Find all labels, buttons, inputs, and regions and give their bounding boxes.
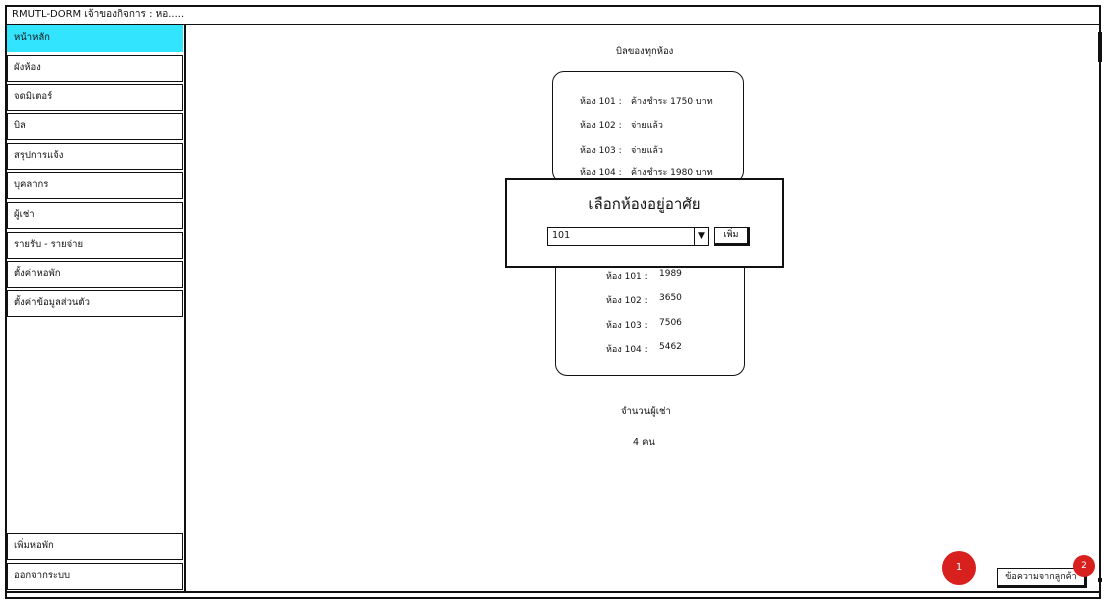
meter-row-103-room: ห้อง 103 :	[606, 321, 648, 331]
dropdown-arrow-icon[interactable]: ▼	[694, 228, 708, 245]
bills-card: ห้อง 101 : ค้างชำระ 1750 บาท ห้อง 102 : …	[552, 71, 744, 183]
notification-badge-1[interactable]: 1	[942, 551, 976, 585]
nav-report-summary[interactable]: สรุปการแจ้ง	[7, 143, 183, 170]
bills-title: บิลของทุกห้อง	[616, 46, 674, 57]
meter-row-103-value: 7506	[659, 318, 682, 328]
bill-row-101-room: ห้อง 101 :	[580, 97, 622, 107]
notification-badge-2[interactable]: 2	[1073, 555, 1095, 577]
bill-row-103-status: จ่ายแล้ว	[631, 146, 663, 156]
scrollbar[interactable]	[1098, 25, 1102, 593]
meter-row-102-room: ห้อง 102 :	[606, 296, 648, 306]
dialog-title: เลือกห้องอยู่อาศัย	[588, 195, 701, 213]
sidebar: หน้าหลัก ผังห้อง จดมิเตอร์ บิล สรุปการแจ…	[7, 25, 184, 593]
bill-row-102-room: ห้อง 102 :	[580, 121, 622, 131]
nav-room-layout[interactable]: ผังห้อง	[7, 55, 183, 82]
tenant-count-value: 4 คน	[633, 437, 655, 448]
nav-profile-settings[interactable]: ตั้งค่าข้อมูลส่วนตัว	[7, 290, 183, 317]
scrollbar-end	[1098, 578, 1102, 582]
bill-row-103-room: ห้อง 103 :	[580, 146, 622, 156]
bill-row-101-status: ค้างชำระ 1750 บาท	[631, 97, 713, 107]
nav-logout[interactable]: ออกจากระบบ	[7, 563, 183, 590]
bill-row-104-room: ห้อง 104 :	[580, 168, 622, 178]
room-select[interactable]: 101 ▼	[547, 227, 709, 246]
meter-row-101-value: 1989	[659, 269, 682, 279]
bill-row-102-status: จ่ายแล้ว	[631, 121, 663, 131]
nav-staff[interactable]: บุคลากร	[7, 172, 183, 199]
nav-income-expense[interactable]: รายรับ - รายจ่าย	[7, 232, 183, 259]
nav-tenants[interactable]: ผู้เช่า	[7, 202, 183, 229]
bill-row-104-status: ค้างชำระ 1980 บาท	[631, 168, 713, 178]
sidebar-divider	[184, 25, 186, 593]
tenant-count-label: จำนวนผู้เช่า	[621, 406, 671, 417]
meter-card: ห้อง 101 : 1989 ห้อง 102 : 3650 ห้อง 103…	[555, 250, 745, 376]
nav-add-dorm[interactable]: เพิ่มหอพัก	[7, 533, 183, 560]
add-button[interactable]: เพิ่ม	[714, 227, 750, 246]
scrollbar-thumb[interactable]	[1098, 32, 1102, 62]
nav-meter-reading[interactable]: จดมิเตอร์	[7, 84, 183, 111]
nav-bills[interactable]: บิล	[7, 113, 183, 140]
customer-messages-button[interactable]: ข้อความจากลูกค้า	[997, 568, 1087, 588]
nav-dorm-settings[interactable]: ตั้งค่าหอพัก	[7, 261, 183, 288]
meter-row-104-room: ห้อง 104 :	[606, 345, 648, 355]
meter-row-102-value: 3650	[659, 293, 682, 303]
meter-row-104-value: 5462	[659, 342, 682, 352]
window-title: RMUTL-DORM เจ้าของกิจการ : หอ.....	[5, 5, 1101, 25]
meter-row-101-room: ห้อง 101 :	[606, 272, 648, 282]
room-select-value: 101	[552, 230, 571, 241]
nav-home[interactable]: หน้าหลัก	[7, 25, 183, 52]
select-room-dialog: เลือกห้องอยู่อาศัย 101 ▼ เพิ่ม	[505, 178, 784, 268]
bottom-divider	[5, 591, 1101, 593]
